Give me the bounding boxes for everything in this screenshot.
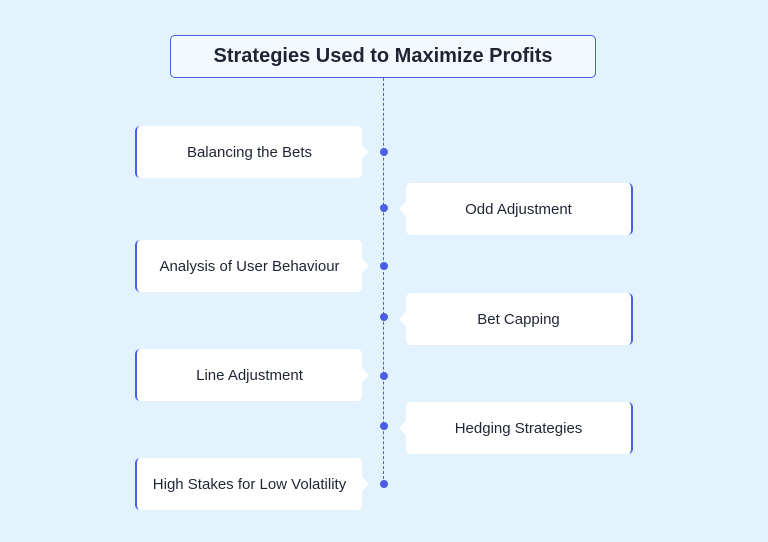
timeline-dot — [380, 262, 388, 270]
diagram-title: Strategies Used to Maximize Profits — [170, 35, 596, 78]
strategy-card-hedging-strategies: Hedging Strategies — [399, 402, 633, 454]
timeline-dot — [380, 148, 388, 156]
strategy-card-odd-adjustment: Odd Adjustment — [399, 183, 633, 235]
strategy-card-high-stakes-for-low-volatility: High Stakes for Low Volatility — [135, 458, 369, 510]
timeline-dot — [380, 313, 388, 321]
timeline-dot — [380, 422, 388, 430]
strategy-card-bet-capping: Bet Capping — [399, 293, 633, 345]
strategy-card-balancing-the-bets: Balancing the Bets — [135, 126, 369, 178]
timeline-dot — [380, 480, 388, 488]
strategy-card-line-adjustment: Line Adjustment — [135, 349, 369, 401]
timeline-dot — [380, 204, 388, 212]
timeline-dot — [380, 372, 388, 380]
timeline-axis — [383, 78, 384, 484]
strategy-card-analysis-of-user-behaviour: Analysis of User Behaviour — [135, 240, 369, 292]
